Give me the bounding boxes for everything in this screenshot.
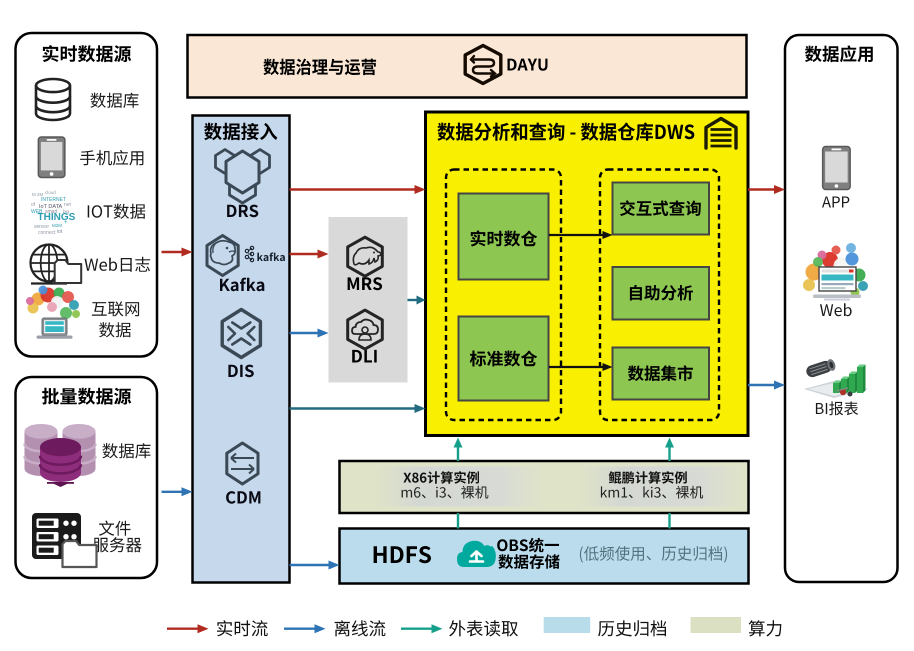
svg-text:cloud: cloud <box>45 190 56 195</box>
svg-text:net: net <box>64 202 72 208</box>
svg-text:sensor: sensor <box>34 224 49 230</box>
svg-text:smart: smart <box>45 209 58 215</box>
svg-text:connect: connect <box>38 230 56 236</box>
svg-text:M2M: M2M <box>52 223 62 228</box>
svg-text:iot: iot <box>57 229 63 235</box>
svg-text:M 2M: M 2M <box>32 192 44 197</box>
svg-text:of: of <box>31 202 36 208</box>
svg-text:INTERNET: INTERNET <box>41 197 66 203</box>
svg-text:IoT DATA: IoT DATA <box>39 204 63 210</box>
svg-text:big: big <box>63 209 70 214</box>
svg-text:THINGS: THINGS <box>38 212 76 223</box>
svg-text:WEB: WEB <box>31 209 43 215</box>
svg-text:+: + <box>64 220 68 226</box>
